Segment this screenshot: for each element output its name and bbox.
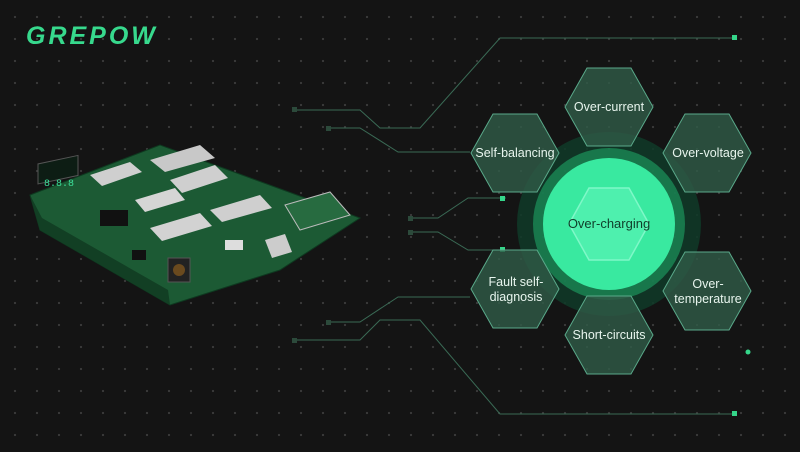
connector-line <box>410 231 506 251</box>
brand-logo: GREPOW <box>26 22 158 50</box>
node-dot <box>408 230 413 235</box>
label-over-current: Over-current <box>573 100 645 114</box>
connector-line <box>410 197 506 219</box>
hex-fault-self-diagnosis <box>470 249 560 329</box>
node-dot <box>732 35 737 40</box>
label-over-temperature: Over- temperature <box>674 277 742 306</box>
label-fault-self-diagnosis: Fault self- diagnosis <box>488 275 544 304</box>
label-over-charging: Over-charging <box>567 216 651 231</box>
node-dot <box>732 411 737 416</box>
label-short-circuits: Short-circuits <box>572 328 646 342</box>
hex-over-voltage <box>662 113 752 193</box>
node-dot <box>408 216 413 221</box>
node-dot <box>326 320 331 325</box>
node-dot <box>292 338 297 343</box>
connector-line <box>295 319 735 415</box>
core-hexagon <box>568 187 650 261</box>
connector-line <box>295 37 735 129</box>
connector-line <box>328 296 470 323</box>
hex-short-circuits <box>564 295 654 375</box>
node-dot <box>745 349 751 355</box>
svg-text:8.8.8: 8.8.8 <box>44 179 74 190</box>
hex-self-balancing <box>470 113 560 193</box>
label-self-balancing: Self-balancing <box>475 146 555 160</box>
node-dot <box>500 196 505 201</box>
node-dot <box>292 107 297 112</box>
label-over-voltage: Over-voltage <box>672 146 744 160</box>
connector-line <box>328 127 470 153</box>
pcb-board-image: 8.8.8 <box>29 144 362 306</box>
node-dot <box>326 126 331 131</box>
hex-over-current <box>564 67 654 147</box>
hex-over-temperature <box>662 251 752 331</box>
